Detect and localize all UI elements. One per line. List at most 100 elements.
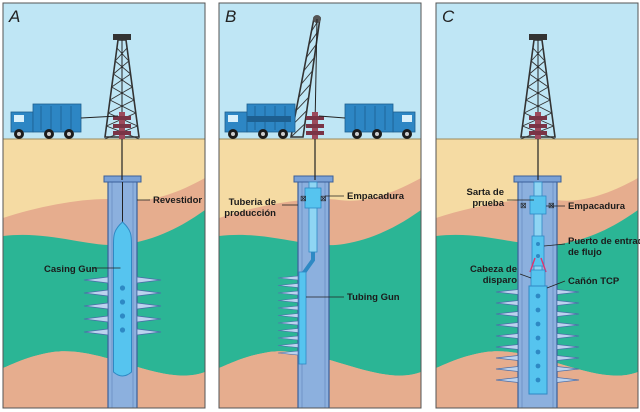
truck-hub <box>261 132 265 136</box>
perforation-tunnel <box>556 344 580 350</box>
gun-charge <box>535 377 541 383</box>
hoist-line <box>314 18 318 127</box>
gun-charge <box>119 327 126 333</box>
truck-cable <box>80 115 119 119</box>
perforation-tunnel <box>495 355 519 361</box>
packer <box>304 187 322 209</box>
perforation-tunnel <box>277 343 299 348</box>
label-empacadura-line: Empacadura <box>568 201 626 212</box>
wellhead-flange <box>113 124 131 128</box>
panel-letter: C <box>442 7 455 26</box>
label-puerto-line: de flujo <box>568 247 602 258</box>
panel-letter: B <box>225 7 236 26</box>
perforation-tunnel <box>495 366 519 372</box>
packer-seal: ⊠ <box>520 201 527 210</box>
wellhead-flange <box>306 124 324 128</box>
perforation-tunnel <box>83 302 109 310</box>
wellhead-flange <box>113 116 131 120</box>
label-casing-gun-line: Casing Gun <box>44 264 98 275</box>
packer-seal: ⊠ <box>320 194 327 203</box>
perforation-tunnel <box>495 300 519 306</box>
perforation-tunnel <box>556 311 580 317</box>
port-hole <box>536 254 540 258</box>
perforation-tunnel <box>495 344 519 350</box>
derrick-brace <box>111 73 131 88</box>
perforation-tunnel <box>495 289 519 295</box>
mast-brace <box>300 70 313 85</box>
mast-brace <box>298 83 311 98</box>
label-sarta-line: Sarta de <box>467 187 505 198</box>
mast-brace <box>293 110 308 125</box>
mast-brace <box>295 97 309 111</box>
perforation-tunnel <box>277 298 299 303</box>
casing-gun <box>113 221 132 377</box>
perforation-tunnel <box>556 289 580 295</box>
perforation-tunnel <box>277 335 299 341</box>
perforation-tunnel <box>277 350 299 356</box>
label-cabeza-line: Cabeza de <box>470 264 517 275</box>
derrick-brace <box>530 60 547 75</box>
crown-block <box>113 34 131 40</box>
perforation-tunnel <box>277 275 299 281</box>
derrick-brace <box>530 47 544 62</box>
truck-window <box>14 115 24 122</box>
derrick-brace <box>114 60 131 75</box>
derrick-brace <box>529 73 549 88</box>
gun-charge <box>119 299 126 305</box>
mast-brace <box>290 123 306 138</box>
derrick-brace <box>108 99 135 114</box>
packer-seal: ⊠ <box>548 201 555 210</box>
perforation-tunnel <box>556 300 580 306</box>
casing-head <box>293 175 334 183</box>
panel-border <box>2 2 206 409</box>
label-tuberia-line: Tuberia de <box>229 197 276 208</box>
gun-charge <box>119 285 126 291</box>
firing-head <box>530 269 546 287</box>
label-casing-gun: Casing Gun <box>44 264 98 275</box>
perforation-tunnel <box>277 328 299 333</box>
perforation-tunnel <box>556 355 580 361</box>
derrick-brace <box>113 73 133 88</box>
derrick-brace <box>525 99 552 114</box>
label-revestidor-line: Revestidor <box>153 195 202 206</box>
pipe-load <box>247 116 291 122</box>
label-tuberia-line: producción <box>224 208 276 219</box>
derrick-brace <box>525 86 549 101</box>
label-puerto: Puerto de entradade flujo <box>568 236 640 258</box>
label-tubing-gun: Tubing Gun <box>347 292 400 303</box>
gun-charge <box>535 321 541 327</box>
perforation-tunnel <box>136 289 162 297</box>
derrick-brace <box>113 60 130 75</box>
perforation-tunnel <box>556 377 580 383</box>
wellhead-flange <box>113 131 131 135</box>
truck-hub <box>281 132 285 136</box>
derrick-brace <box>527 73 547 88</box>
derrick-brace <box>111 86 135 101</box>
leader-gun <box>546 280 566 289</box>
port-hole <box>536 242 540 246</box>
truck-hub <box>355 132 359 136</box>
perforation-tunnel <box>83 328 109 336</box>
derrick-brace <box>529 60 546 75</box>
truck-window <box>228 115 238 122</box>
perforation-tunnel <box>556 322 580 328</box>
truck-hub <box>405 132 409 136</box>
wellhead-flange <box>306 116 324 120</box>
perforation-tunnel <box>83 289 109 297</box>
mast-rig <box>290 15 324 139</box>
perforation-tunnel <box>277 313 299 318</box>
perforation-tunnel <box>277 305 299 311</box>
gun-charge <box>535 293 541 299</box>
perforation-tunnel <box>495 311 519 317</box>
perforation-tunnel <box>556 366 580 372</box>
derrick-brace <box>114 47 128 62</box>
panel-border <box>435 2 639 409</box>
truck-hub <box>231 132 235 136</box>
perforation-tunnel <box>495 322 519 328</box>
service-truck <box>344 103 416 139</box>
